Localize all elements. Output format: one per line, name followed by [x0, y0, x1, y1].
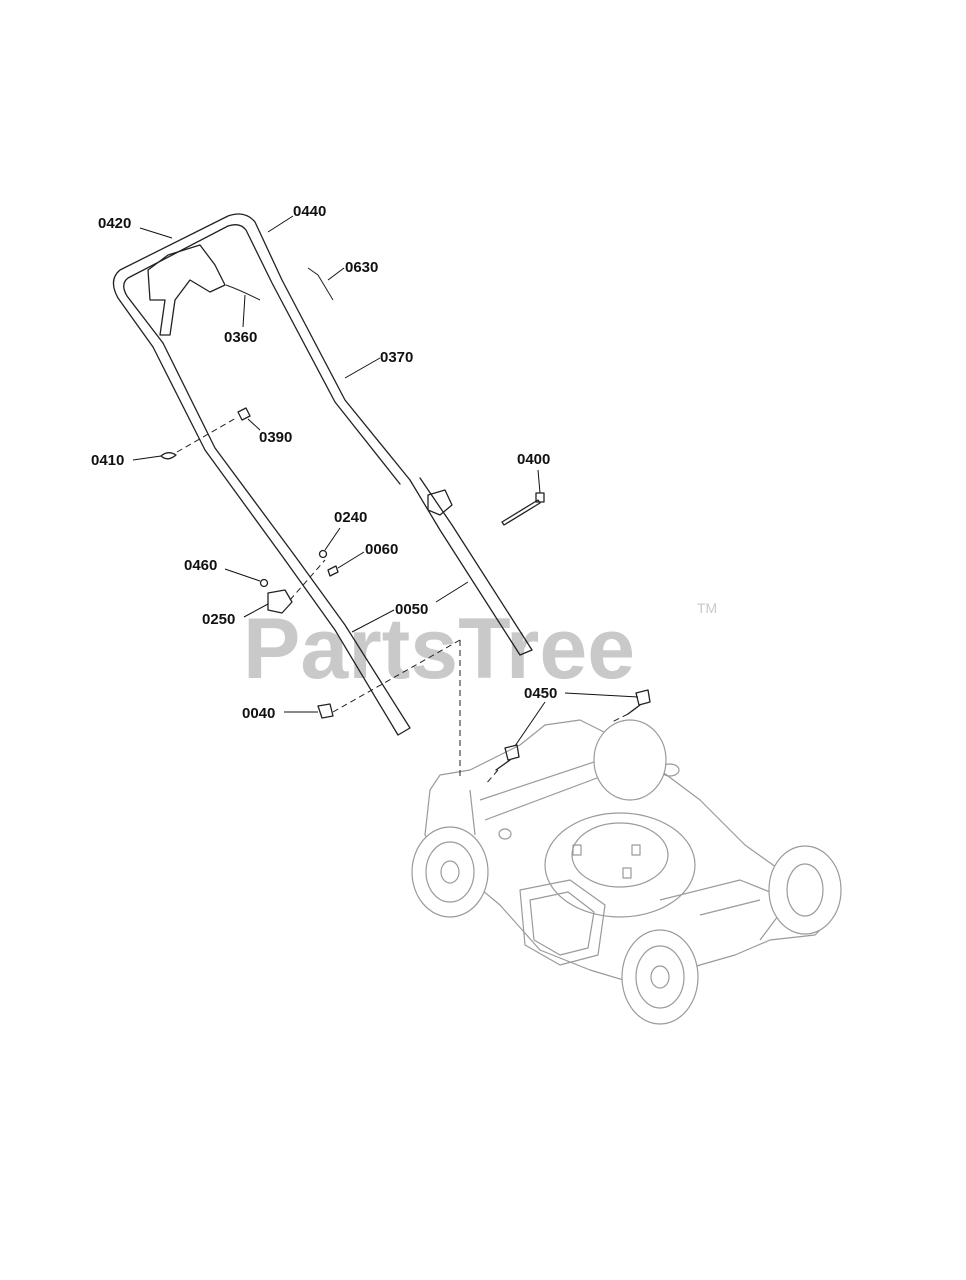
- callout-0060: 0060: [337, 541, 398, 569]
- callout-0410-label: 0410: [91, 452, 124, 469]
- wheel-rear-right: [593, 719, 667, 801]
- callout-0630: 0630: [327, 259, 378, 281]
- callout-0040-label: 0040: [242, 705, 275, 722]
- callouts: 0420 0440 0630 0360 0370 0390 0410 0400: [91, 203, 639, 747]
- callout-0460-label: 0460: [184, 557, 217, 574]
- wheel-front-right: [768, 845, 842, 935]
- callout-0390: 0390: [247, 418, 292, 446]
- watermark-text: PartsTree: [243, 601, 635, 697]
- callout-0420-label: 0420: [98, 215, 131, 232]
- callout-0360: 0360: [224, 294, 257, 346]
- callout-0060-label: 0060: [365, 541, 398, 558]
- wheel-front-left: [621, 929, 699, 1025]
- callout-0420: 0420: [98, 215, 173, 239]
- watermark-trademark: TM: [697, 600, 717, 616]
- callout-0250: 0250: [202, 603, 269, 628]
- callout-0250-label: 0250: [202, 611, 235, 628]
- wheel-rear-left: [411, 826, 489, 918]
- callout-0040: 0040: [242, 705, 318, 722]
- callout-0450: 0450: [514, 685, 639, 747]
- callout-0240: 0240: [324, 509, 367, 551]
- callout-0460: 0460: [184, 557, 261, 582]
- callout-0400-label: 0400: [517, 451, 550, 468]
- callout-0450-label: 0450: [524, 685, 557, 702]
- mower-deck: [411, 719, 842, 1025]
- callout-0240-label: 0240: [334, 509, 367, 526]
- callout-0360-label: 0360: [224, 329, 257, 346]
- callout-0050: 0050: [351, 581, 469, 633]
- callout-0440-label: 0440: [293, 203, 326, 220]
- watermark: PartsTree TM: [243, 600, 717, 697]
- callout-0400: 0400: [517, 451, 550, 494]
- callout-0370: 0370: [344, 349, 413, 379]
- callout-0370-label: 0370: [380, 349, 413, 366]
- callout-0410: 0410: [91, 452, 162, 469]
- handle-assembly: [112, 213, 651, 786]
- callout-0390-label: 0390: [259, 429, 292, 446]
- callout-0630-label: 0630: [345, 259, 378, 276]
- callout-0440: 0440: [267, 203, 326, 233]
- callout-0050-label: 0050: [395, 601, 428, 618]
